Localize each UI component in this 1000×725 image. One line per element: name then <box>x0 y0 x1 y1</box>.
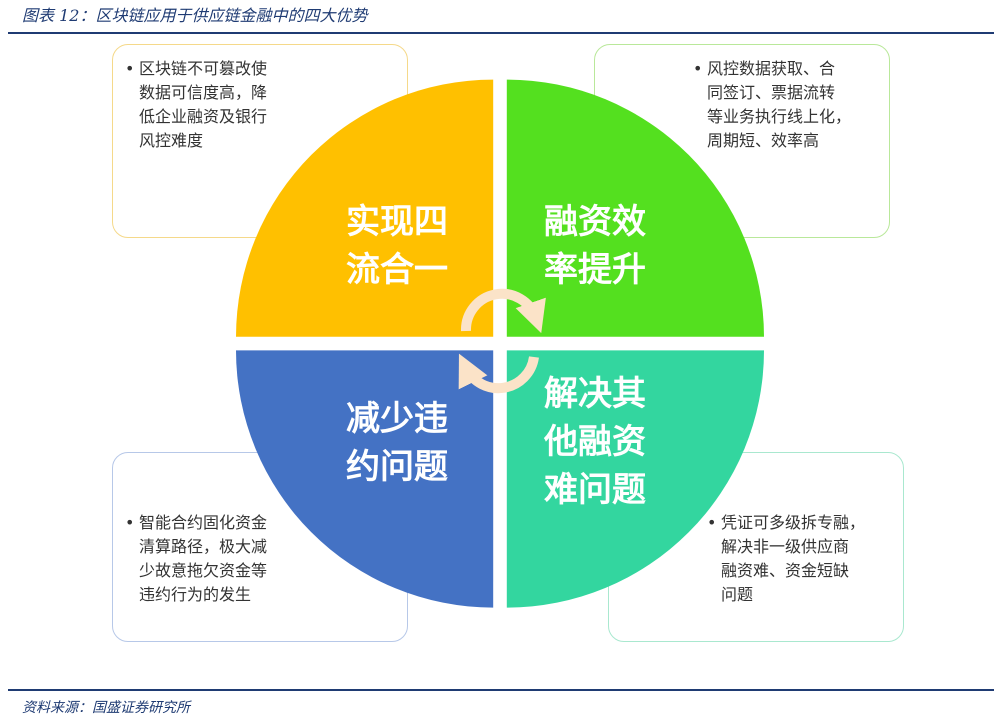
note-text-bottom-right: 凭证可多级拆专融， 解决非一级供应商 融资难、资金短缺 问题 <box>721 513 866 604</box>
quadrant-label-bottom-left: 减少违 约问题 <box>346 399 448 487</box>
bullet-marker: • <box>125 513 135 532</box>
bullet-marker: • <box>693 59 703 78</box>
quadrant-top-left <box>236 79 494 337</box>
quadrant-label-top-right: 融资效 率提升 <box>544 202 646 290</box>
top-rule <box>8 32 994 34</box>
quadrant-bottom-left <box>236 350 494 608</box>
quadrant-label-top-left: 实现四 流合一 <box>346 202 448 290</box>
quadrant-label-bottom-right: 解决其 他融资 难问题 <box>544 374 646 510</box>
bottom-rule <box>8 689 994 691</box>
note-text-top-left: 区块链不可篡改使 数据可信度高，降 低企业融资及银行 风控难度 <box>139 59 268 150</box>
quadrant-top-right <box>506 79 764 337</box>
source-note: 资料来源：国盛证券研究所 <box>22 700 190 716</box>
bullet-marker: • <box>707 513 717 532</box>
cycle-arrow-upper <box>460 288 546 334</box>
bullet-marker: • <box>125 59 135 78</box>
figure-title: 图表 12：区块链应用于供应链金融中的四大优势 <box>22 6 368 25</box>
note-text-bottom-left: 智能合约固化资金 清算路径，极大减 少故意拖欠资金等 违约行为的发生 <box>139 513 268 604</box>
cycle-arrow-lower <box>458 353 539 394</box>
quadrant-bottom-right <box>506 350 764 608</box>
note-text-top-right: 风控数据获取、合 同签订、票据流转 等业务执行线上化， 周期短、效率高 <box>707 59 852 150</box>
